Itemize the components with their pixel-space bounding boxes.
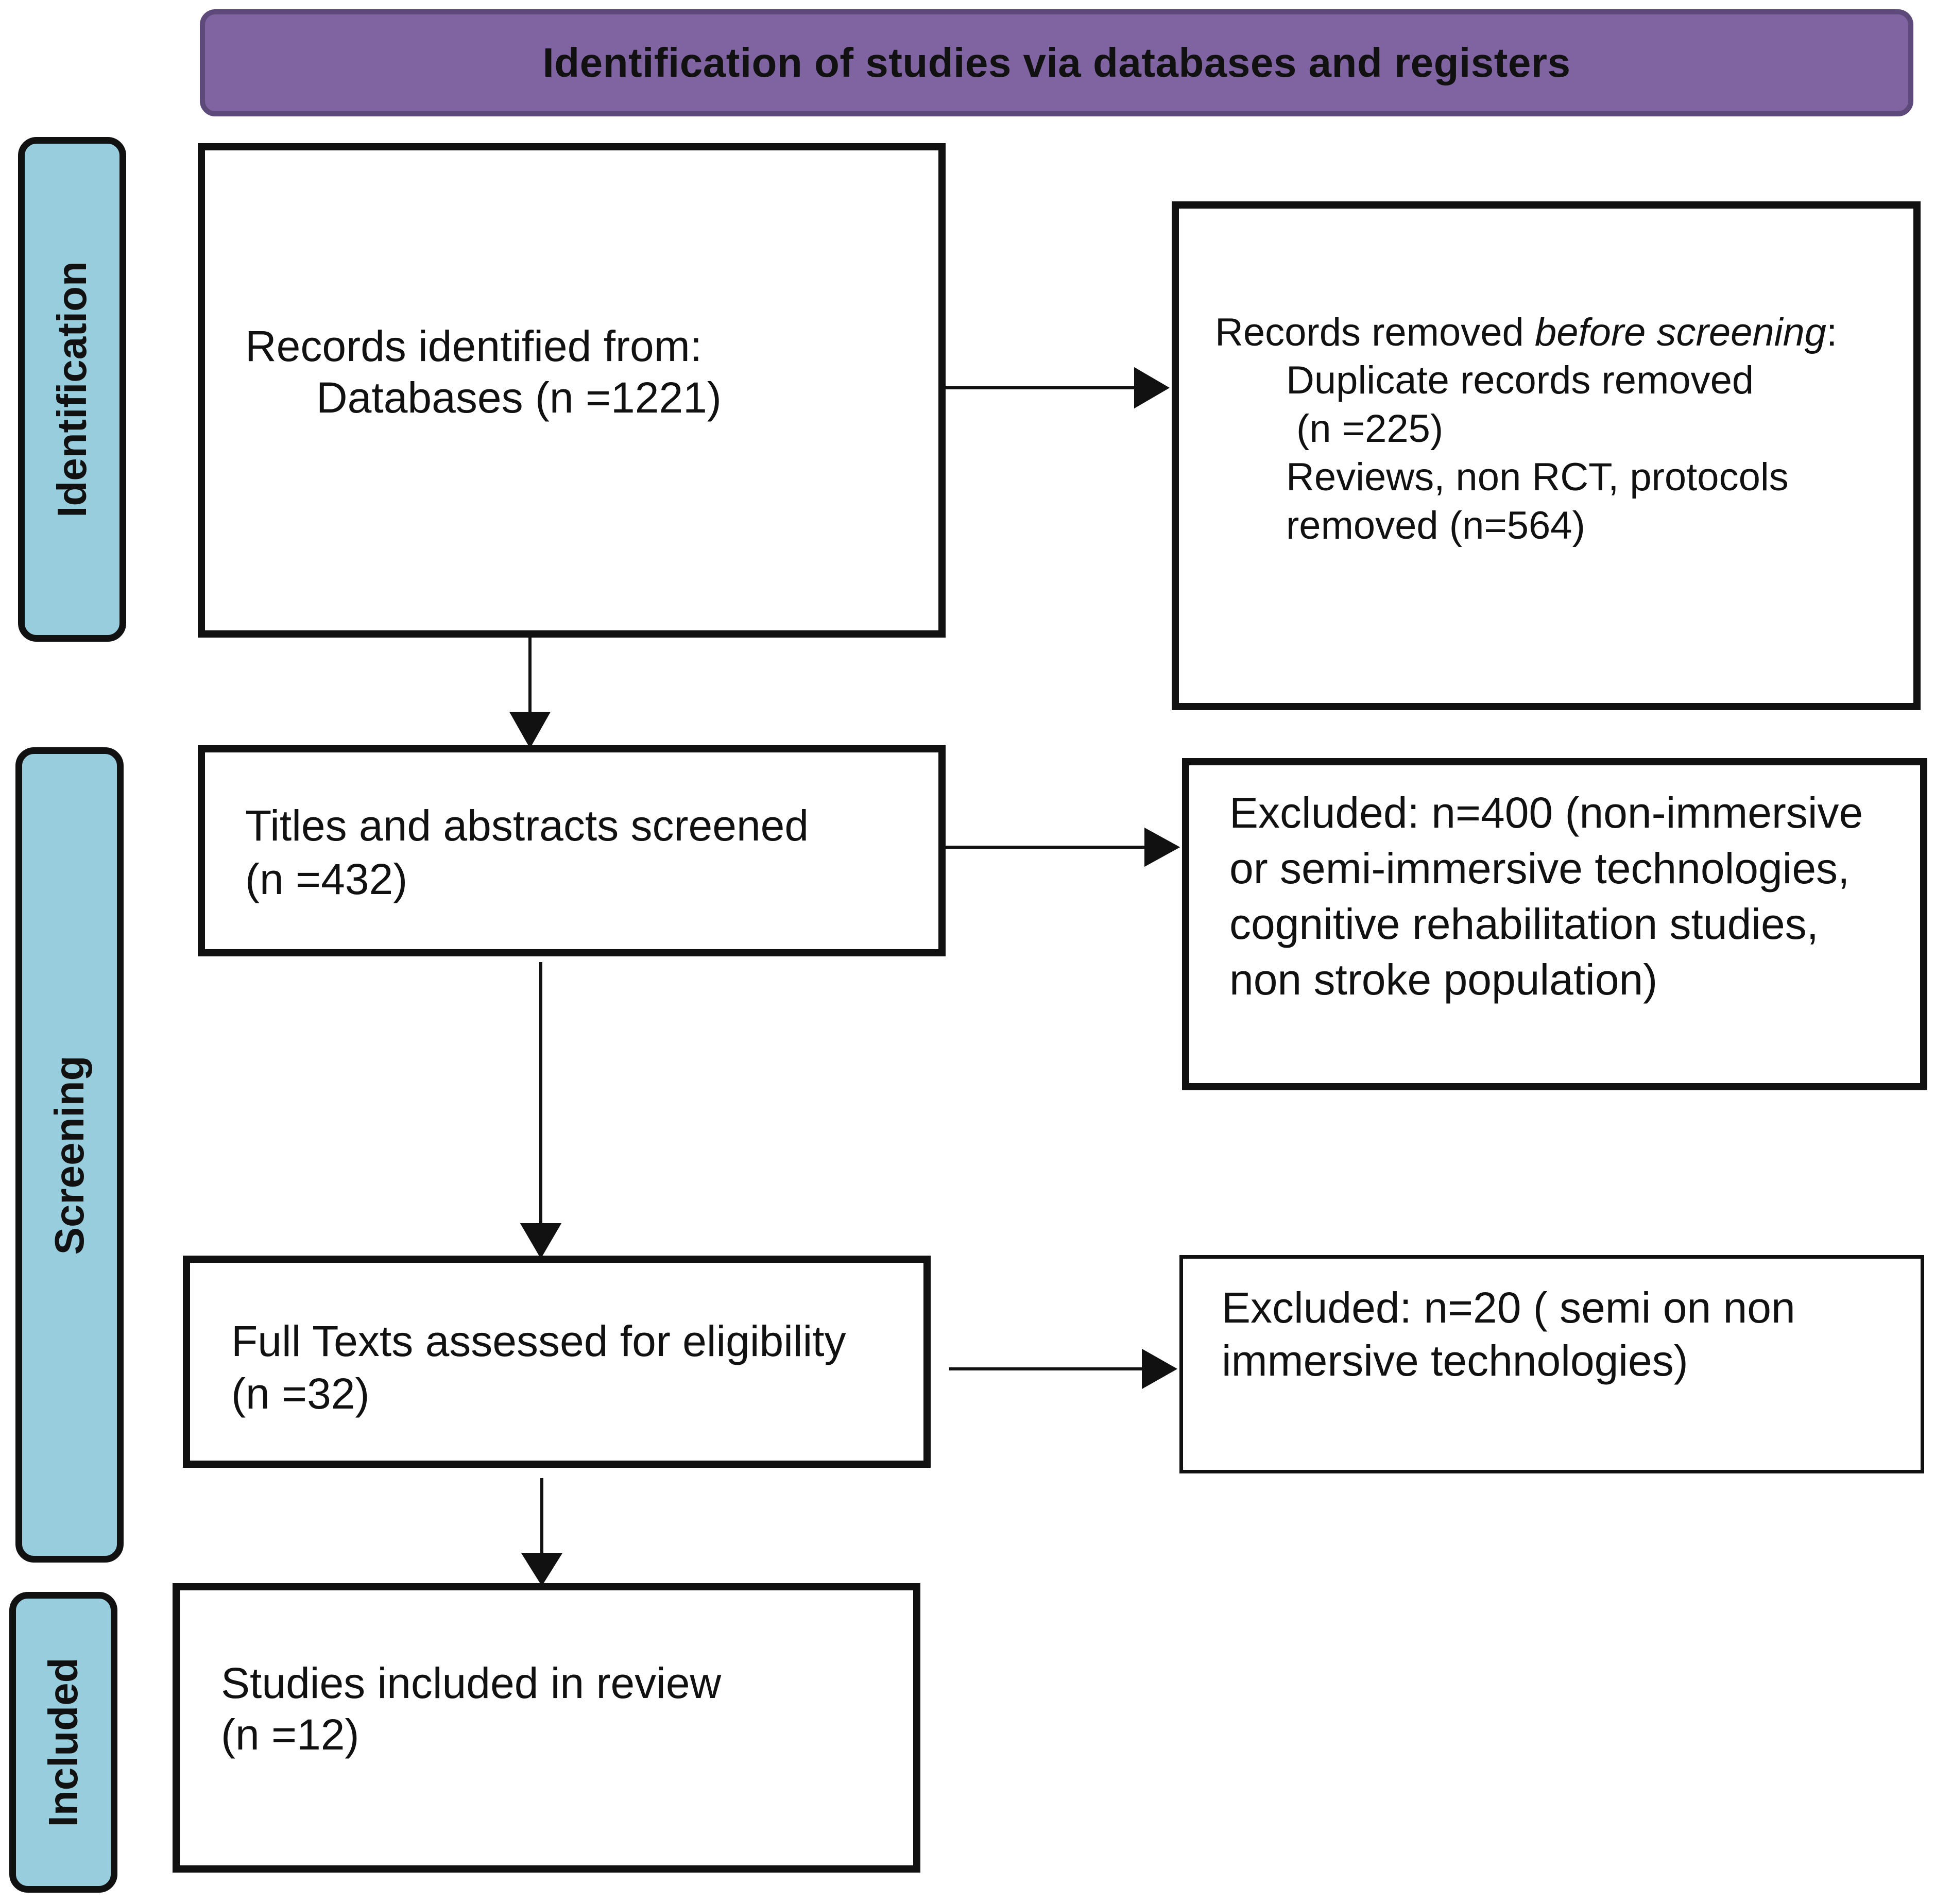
full-texts-line2: (n =32) — [231, 1369, 370, 1418]
excluded-1-line4: non stroke population) — [1229, 955, 1658, 1004]
excluded-box-1: Excluded: n=400 (non-immersive or semi-i… — [1182, 758, 1927, 1090]
stage-included: Included — [9, 1592, 117, 1893]
titles-screened-line1: Titles and abstracts screened — [245, 801, 809, 850]
included-box: Studies included in review (n =12) — [173, 1583, 920, 1873]
arrowhead-records-to-removed — [1134, 367, 1170, 409]
records-removed-line1: Duplicate records removed — [1286, 358, 1754, 402]
titles-screened-line2: (n =432) — [245, 855, 408, 903]
header-banner: Identification of studies via databases … — [200, 9, 1913, 116]
records-removed-line3: Reviews, non RCT, protocols — [1286, 455, 1789, 499]
records-removed-line2: (n =225) — [1296, 407, 1444, 451]
header-title: Identification of studies via databases … — [542, 40, 1571, 85]
records-removed-heading-italic: before screening — [1534, 311, 1827, 354]
records-removed-box: Records removed before screening: Duplic… — [1172, 201, 1921, 710]
included-line1: Studies included in review — [221, 1659, 722, 1707]
arrowhead-fulltexts-to-included — [521, 1553, 563, 1586]
records-identified-line2: Databases (n =1221) — [316, 373, 722, 422]
excluded-1-line1: Excluded: n=400 (non-immersive — [1229, 788, 1863, 837]
records-removed-heading: Records removed before screening: — [1215, 309, 1837, 356]
stage-identification: Identification — [18, 137, 126, 642]
titles-screened-box: Titles and abstracts screened (n =432) — [198, 745, 946, 956]
arrowhead-titles-to-fulltexts — [520, 1223, 562, 1259]
excluded-1-line3: cognitive rehabilitation studies, — [1229, 900, 1819, 948]
full-texts-line1: Full Texts assessed for eligibility — [231, 1317, 846, 1365]
stage-screening: Screening — [15, 747, 124, 1563]
records-removed-line4: removed (n=564) — [1286, 504, 1585, 547]
records-removed-heading-prefix: Records removed — [1215, 311, 1535, 354]
arrowhead-records-to-titles — [509, 712, 551, 749]
excluded-2-line1: Excluded: n=20 ( semi on non — [1222, 1283, 1795, 1332]
full-texts-box: Full Texts assessed for eligibility (n =… — [183, 1256, 931, 1468]
records-identified-box: Records identified from: Databases (n =1… — [198, 143, 946, 638]
records-removed-heading-suffix: : — [1826, 311, 1838, 354]
included-line2: (n =12) — [221, 1710, 359, 1759]
arrowhead-fulltexts-to-excluded2 — [1142, 1348, 1178, 1390]
excluded-2-line2: immersive technologies) — [1222, 1336, 1688, 1385]
records-identified-line1: Records identified from: — [245, 322, 703, 370]
excluded-box-2: Excluded: n=20 ( semi on non immersive t… — [1179, 1255, 1924, 1473]
arrowhead-titles-to-excluded1 — [1144, 827, 1180, 867]
excluded-1-line2: or semi-immersive technologies, — [1229, 844, 1850, 893]
